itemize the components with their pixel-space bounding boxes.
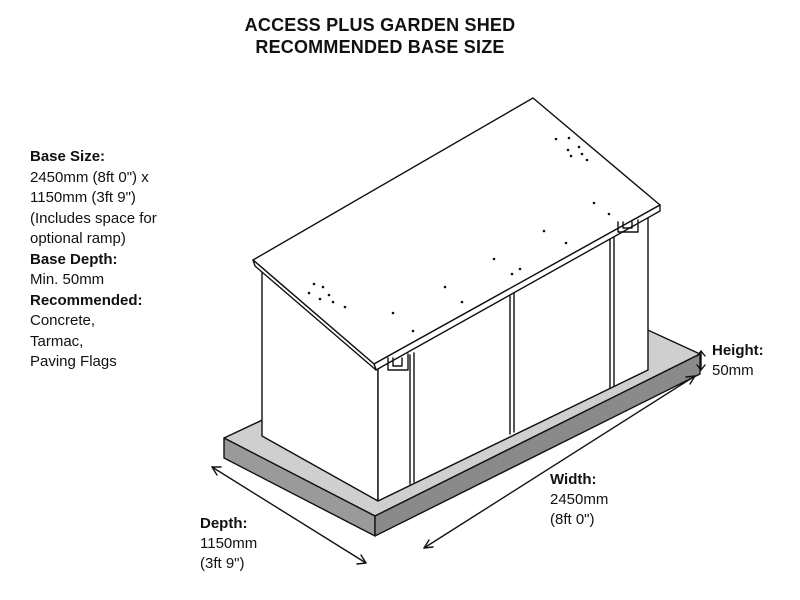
height-value: 50mm — [712, 362, 754, 379]
width-dimension-line — [423, 375, 696, 549]
roof-fixing-dot — [567, 136, 571, 140]
base-size-line: 1150mm (3ft 9") — [30, 189, 136, 206]
roof-fixing-dot — [518, 267, 522, 271]
recommended-item: Paving Flags — [30, 353, 117, 370]
width-value-mm: 2450mm — [550, 491, 609, 508]
roof-fixing-dot — [510, 272, 514, 276]
base-size-line: optional ramp) — [30, 230, 126, 247]
base-notes: Base Size: 2450mm (8ft 0") x 1150mm (3ft… — [30, 147, 157, 373]
width-heading: Width: — [550, 471, 597, 488]
hinge-bracket — [387, 353, 409, 371]
roof-fixing-dot — [580, 152, 584, 156]
base-size-line: (Includes space for — [30, 209, 157, 227]
depth-value-mm: 1150mm — [200, 535, 258, 552]
base-size-line: 2450mm (8ft 0") x — [30, 168, 149, 186]
roof-fixing-dot — [460, 300, 464, 304]
title-line-2: RECOMMENDED BASE SIZE — [255, 37, 505, 57]
hinge-bracket — [617, 219, 639, 233]
roof-fixing-dot — [592, 201, 596, 205]
roof-fixing-dot — [577, 145, 581, 149]
roof-fixing-dot — [585, 158, 589, 162]
depth-value-ft: (3ft 9") — [200, 555, 245, 572]
diagram-title: ACCESS PLUS GARDEN SHED RECOMMENDED BASE… — [0, 14, 760, 58]
arrowhead — [211, 466, 222, 476]
hinge-bracket — [392, 357, 403, 367]
base-depth-heading: Base Depth: — [30, 250, 118, 268]
roof-fixing-dot — [554, 137, 558, 141]
recommended-item: Tarmac, — [30, 332, 84, 350]
roof-fixing-dot — [411, 329, 415, 333]
recommended-heading: Recommended: — [30, 291, 143, 309]
base-side-face — [374, 353, 701, 537]
height-heading: Height: — [712, 342, 764, 359]
roof-fixing-dot — [331, 300, 335, 304]
roof-fixing-dots — [307, 136, 611, 333]
depth-dimension-label: Depth: 1150mm (3ft 9") — [200, 514, 257, 574]
arrowhead — [696, 364, 706, 371]
roof-fixing-dot — [566, 148, 570, 152]
roof-fixing-dot — [542, 229, 546, 233]
roof-fixing-dot — [318, 297, 322, 301]
roof-fixing-dot — [307, 291, 311, 295]
roof-fixing-dot — [327, 293, 331, 297]
hinge-bracket — [622, 221, 633, 229]
roof-side-edge — [252, 259, 377, 371]
roof-fixing-dot — [569, 154, 573, 158]
arrowhead — [356, 554, 367, 565]
base-depth-value: Min. 50mm — [30, 271, 105, 288]
title-line-1: ACCESS PLUS GARDEN SHED — [244, 15, 516, 35]
depth-dimension-line — [211, 466, 367, 564]
roof-fixing-dot — [391, 311, 395, 315]
width-dimension-label: Width: 2450mm (8ft 0") — [550, 470, 608, 530]
roof-fixing-dot — [343, 305, 347, 309]
arrowhead — [423, 539, 434, 549]
roof-fixing-dot — [443, 285, 447, 289]
base-size-heading: Base Size: — [30, 148, 106, 165]
arrowhead — [685, 375, 696, 385]
roof-fixing-dot — [564, 241, 568, 245]
depth-heading: Depth: — [200, 515, 248, 532]
roof-fixing-dot — [321, 285, 325, 289]
width-value-ft: (8ft 0") — [550, 511, 595, 528]
roof-fixing-dot — [492, 257, 496, 261]
roof-fixing-dot — [312, 282, 316, 286]
roof-fixing-dot — [607, 212, 611, 216]
height-dimension-label: Height: 50mm — [712, 341, 764, 381]
recommended-item: Concrete, — [30, 312, 96, 329]
arrowhead — [696, 350, 706, 357]
